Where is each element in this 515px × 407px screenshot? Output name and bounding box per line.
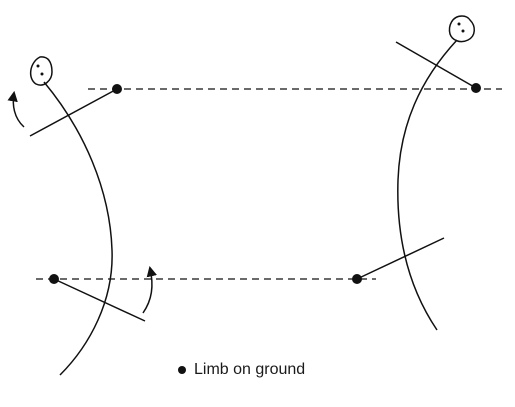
left-upper-limb <box>30 89 117 136</box>
legend-label: Limb on ground <box>194 361 305 379</box>
right-head <box>450 16 475 42</box>
left-spine <box>44 82 112 375</box>
left-animal <box>13 57 152 375</box>
ground-contact-dot <box>112 84 122 94</box>
right-head-eye <box>458 23 461 26</box>
left-head <box>31 57 52 85</box>
left-head-eye <box>41 73 44 76</box>
right-head-eye <box>462 30 465 33</box>
left-upper-rotation-arrow <box>13 93 24 127</box>
legend-marker <box>178 366 186 374</box>
ground-contact-dot <box>49 274 59 284</box>
left-lower-rotation-arrow <box>143 268 152 313</box>
right-lower-limb <box>357 238 444 279</box>
ground-contact-dot <box>471 83 481 93</box>
right-upper-limb <box>396 42 476 88</box>
right-animal <box>357 16 476 330</box>
right-spine <box>398 40 457 330</box>
left-head-eye <box>37 65 40 68</box>
ground-contact-dot <box>352 274 362 284</box>
legend: Limb on ground <box>178 360 305 380</box>
